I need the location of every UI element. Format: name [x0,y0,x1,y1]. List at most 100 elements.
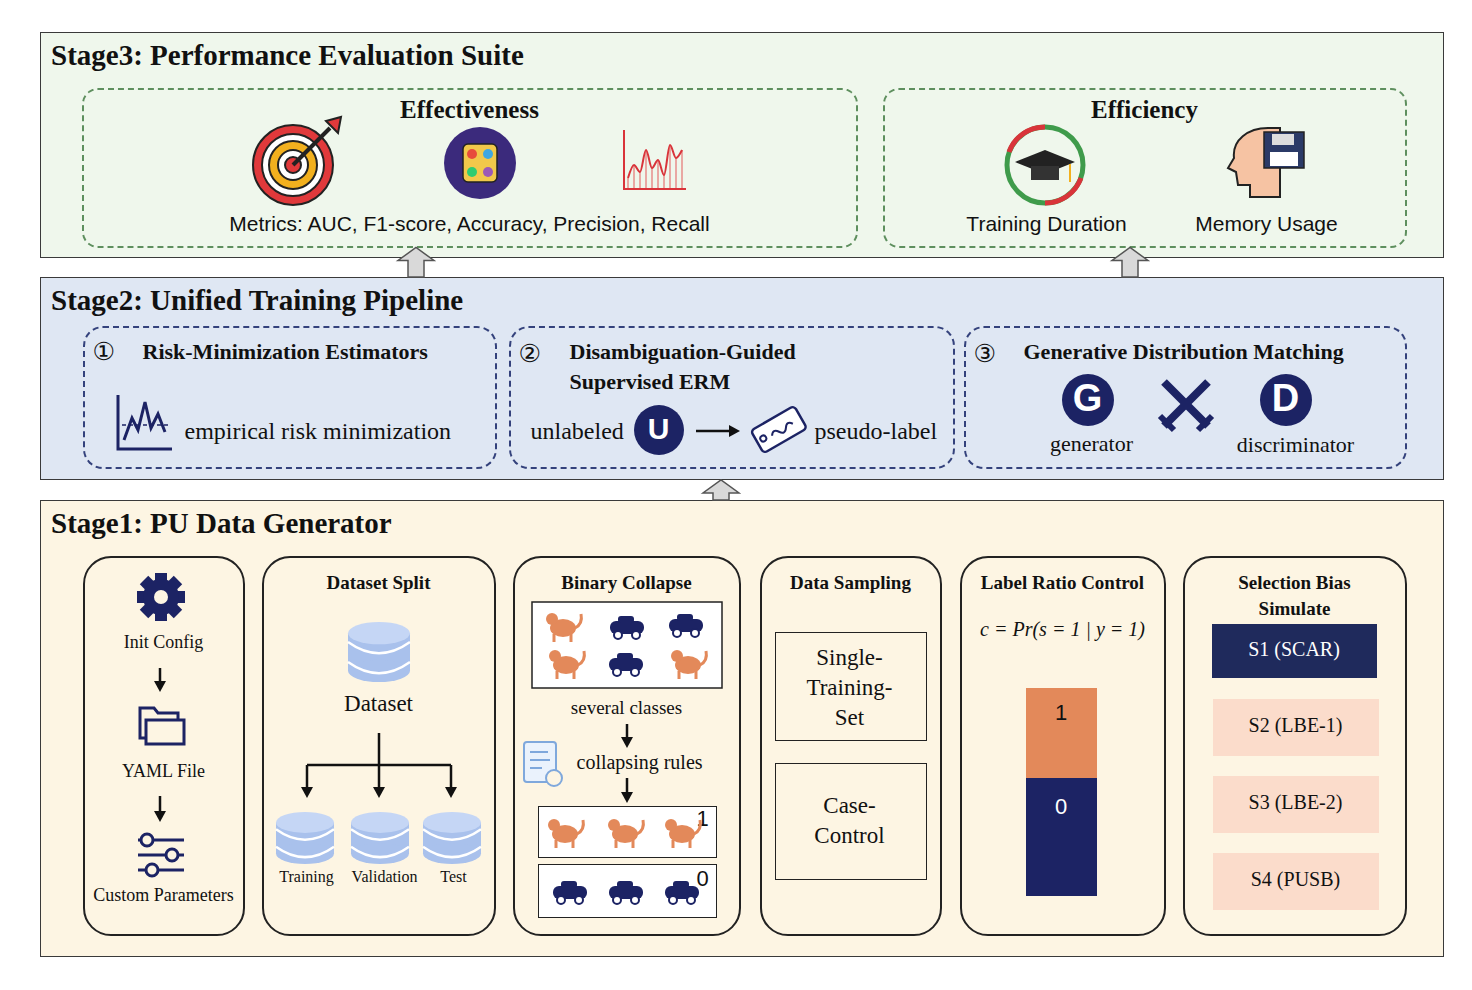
palette-icon [483,167,493,177]
vehicle-icon [632,631,640,639]
target-icon [293,128,330,165]
stage-band: Stage1: PU Data GeneratorInit ConfigYAML… [40,500,1444,957]
chart-icon [681,150,682,188]
database-icon [351,822,409,853]
module-box: Data SamplingSingle- Training- SetCase- … [760,556,942,936]
tag-icon [759,434,767,442]
database-icon [276,829,334,839]
class-box: 0 [538,864,717,918]
head-icon [1228,128,1280,197]
palette-icon [467,167,477,177]
node-text: G [1062,377,1114,420]
clock-icon [1069,164,1071,182]
node-text: Dataset [264,691,494,717]
node-text: Dataset Split [264,570,494,596]
vehicle-icon [617,881,633,888]
database-icon [423,812,481,833]
memory-icon [1270,152,1298,166]
stage-band: Stage2: Unified Training Pipeline ① Risk-M… [40,277,1444,480]
animal-icon [608,819,620,831]
clock-icon [1031,166,1059,180]
rules-icon [530,752,550,768]
method-box: ②Disambiguation-Guided Supervised ERMunl… [509,326,955,469]
rules-icon [546,770,562,786]
option-box: S4 (PUSB) [1213,853,1379,910]
vehicle-icon [687,896,695,904]
module-box: Selection Bias SimulateS1 (SCAR)S2 (LBE-… [1183,556,1407,936]
target-icon [262,134,324,196]
gear-icon [143,579,179,615]
chart-icon [628,145,682,178]
node-text: D [1260,377,1312,420]
chart-icon [663,175,664,188]
animal-icon [637,820,643,834]
animal-icon [665,819,677,831]
palette-icon [483,149,493,159]
vehicle-icon [609,886,643,899]
tag-icon [751,406,807,454]
chart-icon [657,160,658,188]
node-text: Memory Usage [1167,212,1367,236]
split-line [307,733,451,765]
node-text: Stage2: Unified Training Pipeline [51,284,463,317]
slider-icon [138,854,184,857]
arrow-head [445,787,457,798]
vehicle-icon [618,616,634,623]
animal-icon [556,840,573,848]
node-text: Metrics: AUC, F1-score, Accuracy, Precis… [84,212,856,236]
database-icon [423,843,481,864]
database-icon [276,812,334,833]
gear-icon [140,576,182,618]
chart-icon [639,172,640,188]
class-box: 1 [538,806,717,858]
gear-icon [155,573,167,621]
symbol-circle: D [1260,374,1312,426]
animal-icon [553,656,579,674]
animal-icon [548,819,560,831]
vehicle-icon [691,629,699,637]
vehicle-icon [673,881,689,888]
database-icon [348,660,410,682]
node-text: several classes [515,697,739,719]
clock-icon [1009,127,1045,152]
database-icon [423,829,481,839]
database-icon [348,633,410,671]
node-text: generator [1012,431,1172,457]
vehicle-icon [617,653,633,660]
gear-icon [140,576,182,618]
node-text: Risk-Minimization Estimators [143,337,428,367]
database-icon [351,829,409,839]
chart-icon [669,145,670,188]
node-text: Efficiency [885,96,1405,124]
module-box: Init ConfigYAML FileCustom Parameters [83,556,245,936]
module-box: Binary Collapseseveral classescollapsing… [513,556,741,936]
option-box: S3 (LBE-2) [1213,776,1379,833]
arrow-head [373,787,385,798]
animal-icon [612,825,638,843]
animal-icon [554,634,571,642]
arrow-line [626,724,629,740]
animal-icon [577,820,583,834]
vehicle-icon [557,896,565,904]
symbol-circle: U [634,405,684,455]
animal-icon [616,840,633,848]
memory-icon [1264,132,1304,168]
clock-icon [1015,150,1075,174]
group-box: EfficiencyTraining DurationMemory Usage [883,88,1407,248]
animal-icon [549,650,561,662]
vehicle-icon [631,668,639,676]
group-box: EffectivenessMetrics: AUC, F1-score, Acc… [82,88,858,248]
vehicle-icon [677,614,693,621]
node-text: S2 (LBE-1) [1213,714,1379,737]
animal-icon [700,651,706,665]
method-box: ③Generative Distribution Matchinggenerat… [964,326,1407,469]
node-text: Training [267,868,347,886]
animal-icon [552,825,578,843]
node-text: ① [93,337,115,366]
animal-icon [673,840,690,848]
node-text: discriminator [1216,432,1376,458]
chart-icon [627,178,628,188]
node-text: Stage1: PU Data Generator [51,507,392,540]
database-icon [423,847,481,857]
